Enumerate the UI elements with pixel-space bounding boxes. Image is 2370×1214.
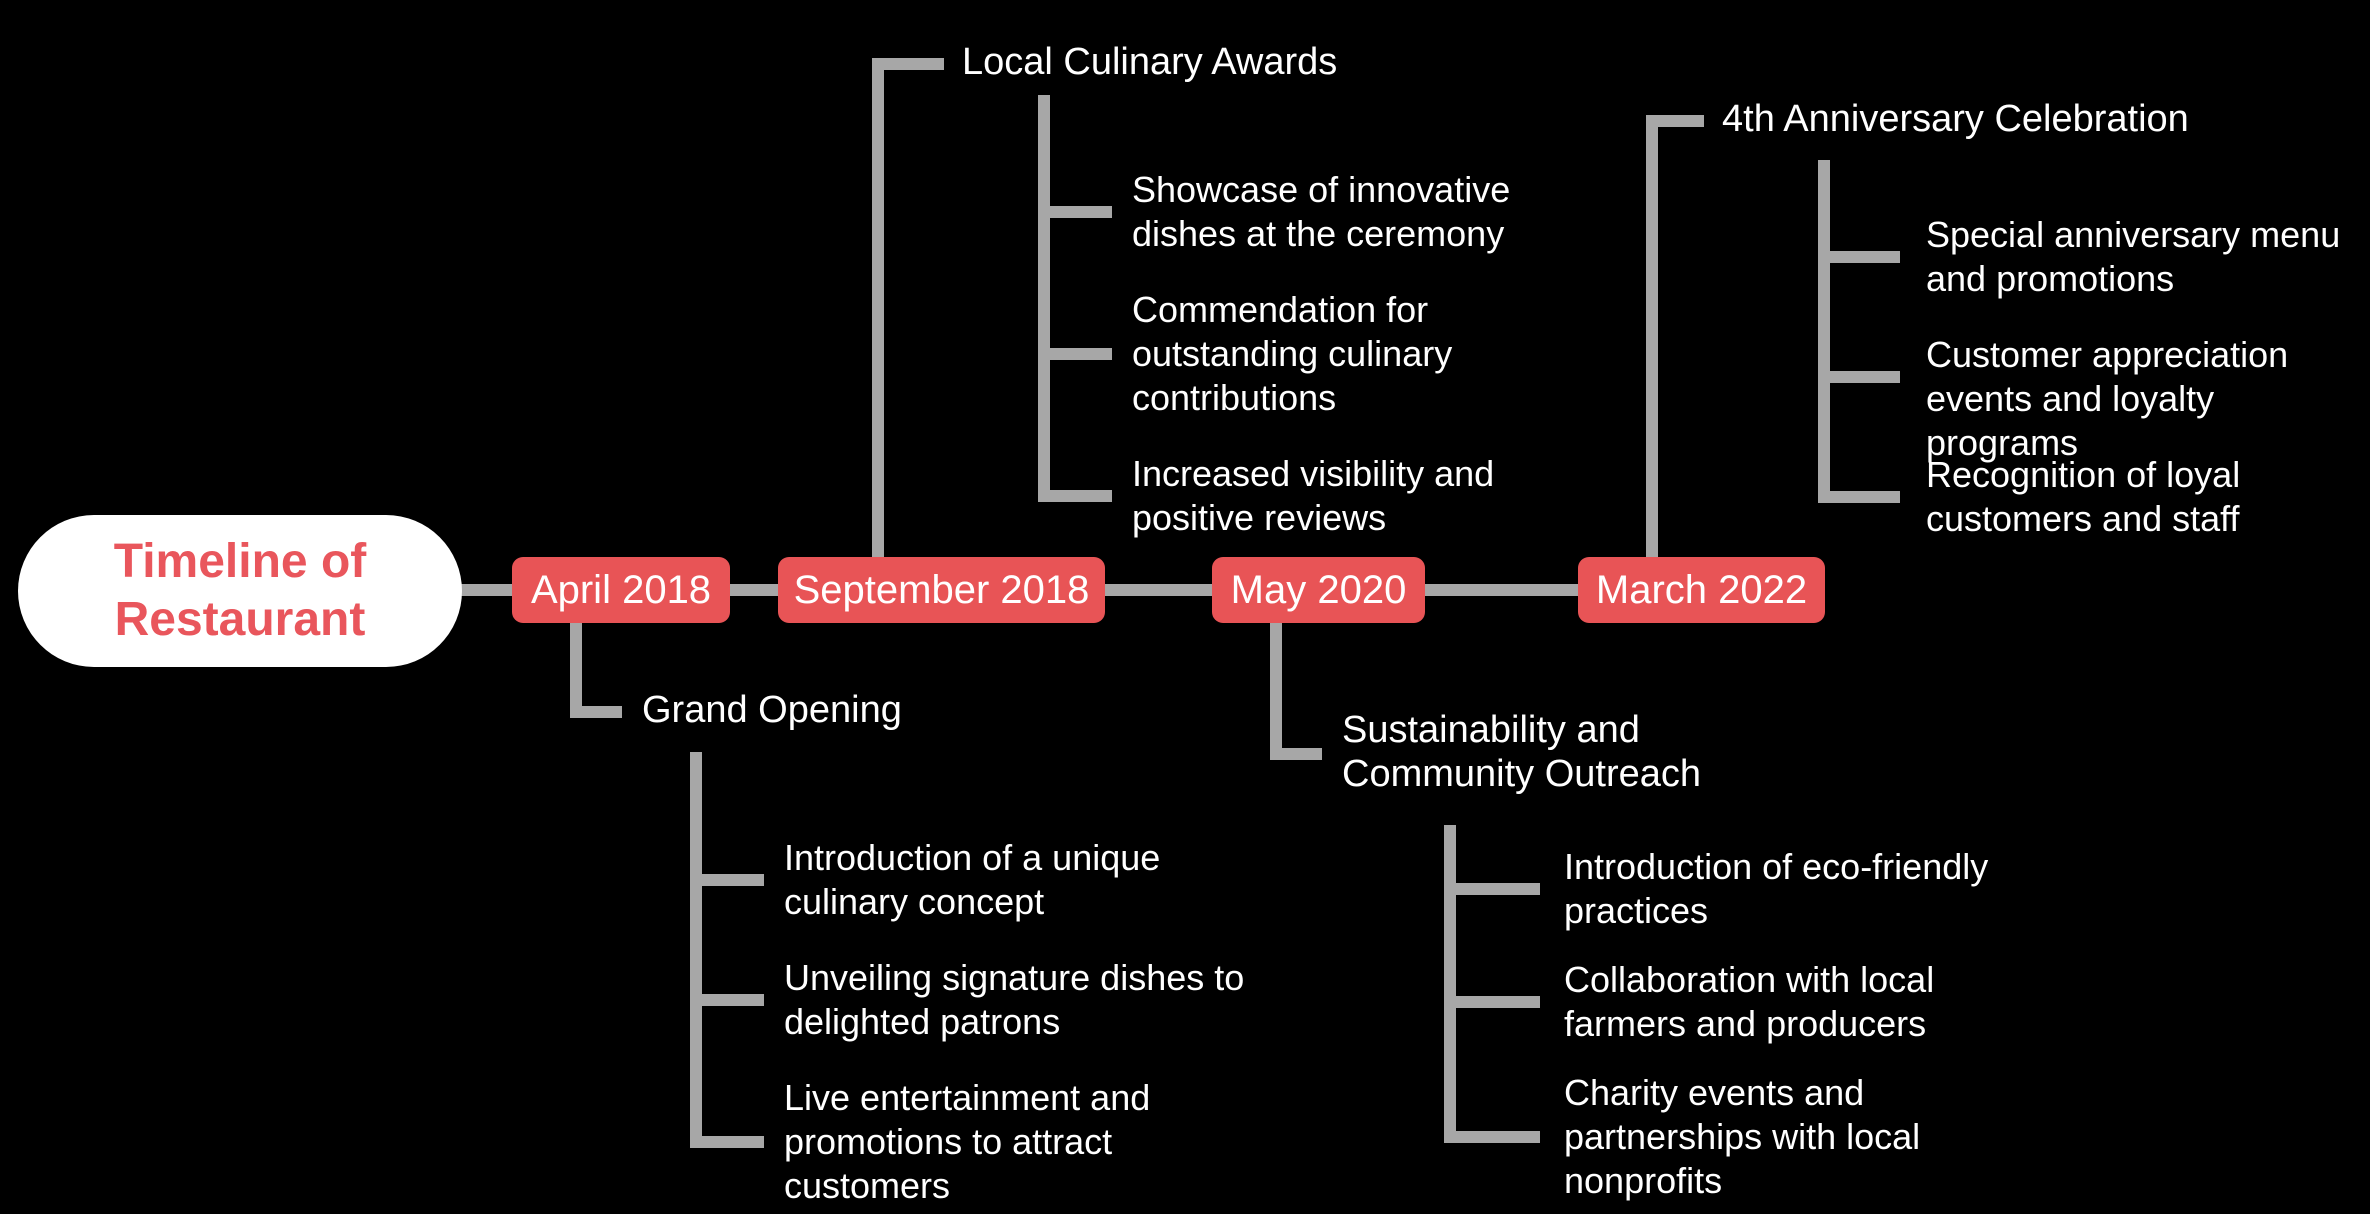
connector-sept-stub-1 <box>1038 206 1112 218</box>
connector-march-stub-1 <box>1818 251 1900 263</box>
detail-item[interactable]: Introduction of a unique culinary concep… <box>784 837 1161 922</box>
connector-may-stub-3 <box>1444 1131 1540 1143</box>
detail-item[interactable]: Collaboration with local farmers and pro… <box>1564 959 1935 1044</box>
connector-sept-stub-2 <box>1038 348 1112 360</box>
branch-label-4th-anniversary-celebration[interactable]: 4th Anniversary Celebration <box>1722 98 2189 140</box>
root-title-line1: Timeline of <box>113 535 367 588</box>
connector-april-stub-2 <box>690 994 764 1006</box>
connector-april-stub-1 <box>690 874 764 886</box>
date-node-april-2018[interactable]: April 2018 <box>512 557 730 623</box>
date-node-september-2018[interactable]: September 2018 <box>778 557 1105 623</box>
date-node-may-2020[interactable]: May 2020 <box>1212 557 1425 623</box>
detail-item[interactable]: Recognition of loyal customers and staff <box>1926 454 2241 539</box>
connector-sept-elbow <box>872 58 944 70</box>
branch-label-sustainability-community-outreach[interactable]: Sustainability and Community Outreach <box>1342 709 1702 795</box>
connector-may-stub-2 <box>1444 996 1540 1008</box>
connector-sept-sub-vertical <box>1038 95 1050 502</box>
connector-april-stub-3 <box>690 1136 764 1148</box>
detail-item[interactable]: Charity events and partnerships with loc… <box>1564 1072 1921 1201</box>
detail-item[interactable]: Special anniversary menu and promotions <box>1926 214 2341 299</box>
connector-may-elbow <box>1270 748 1322 760</box>
detail-item[interactable]: Live entertainment and promotions to att… <box>784 1077 1151 1206</box>
detail-item[interactable]: Showcase of innovative dishes at the cer… <box>1132 169 1511 254</box>
root-title-line2: Restaurant <box>114 593 366 646</box>
connector-april-vertical <box>570 623 582 718</box>
connector-march-vertical <box>1646 115 1658 557</box>
branch-label-grand-opening[interactable]: Grand Opening <box>642 689 902 731</box>
detail-item[interactable]: Customer appreciation events and loyalty… <box>1926 334 2289 463</box>
date-node-march-2022[interactable]: March 2022 <box>1578 557 1825 623</box>
detail-item[interactable]: Commendation for outstanding culinary co… <box>1132 289 1453 418</box>
branch-label-local-culinary-awards[interactable]: Local Culinary Awards <box>962 41 1338 83</box>
detail-item[interactable]: Unveiling signature dishes to delighted … <box>784 957 1245 1042</box>
connector-march-sub-vertical <box>1818 160 1830 503</box>
detail-item[interactable]: Introduction of eco-friendly practices <box>1564 846 1989 931</box>
detail-item[interactable]: Increased visibility and positive review… <box>1132 453 1495 538</box>
connector-sept-vertical <box>872 58 884 557</box>
connector-march-stub-2 <box>1818 371 1900 383</box>
connector-sept-stub-3 <box>1038 490 1112 502</box>
root-node-timeline-of-restaurant[interactable]: Timeline of Restaurant <box>18 515 462 667</box>
connector-may-sub-vertical <box>1444 825 1456 1143</box>
connector-april-elbow <box>570 706 622 718</box>
connector-march-stub-3 <box>1818 491 1900 503</box>
connector-may-vertical <box>1270 623 1282 760</box>
connector-april-sub-vertical <box>690 752 702 1148</box>
connector-march-elbow <box>1646 115 1704 127</box>
connector-may-stub-1 <box>1444 883 1540 895</box>
